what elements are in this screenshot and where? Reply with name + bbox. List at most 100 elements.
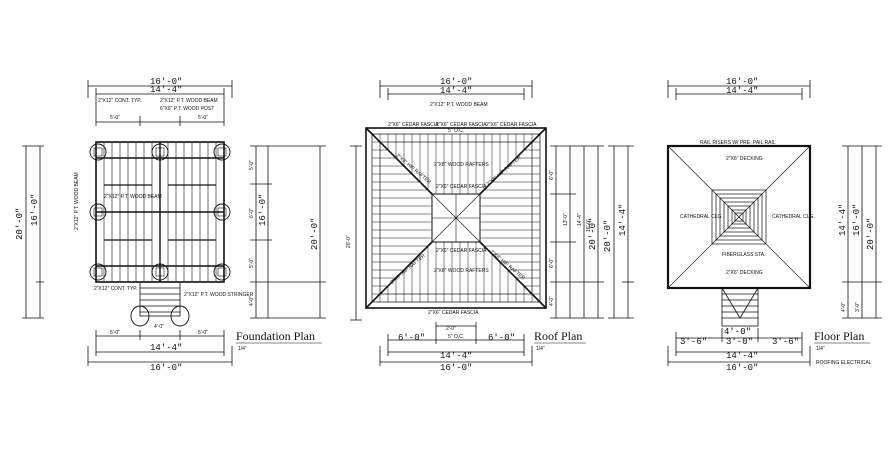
- foundation-note-7: 2"X12" P.T. WOOD STRINGER: [184, 292, 254, 298]
- foundation-note-5: 2"X12" P.T. WOOD BEAM: [104, 194, 162, 200]
- floor-dim-bottom-inner: 14'-4": [726, 351, 758, 361]
- foundation-dim-bottom-inner: 14'-4": [150, 343, 182, 353]
- roof-dim-right-seg-a: 6'-0": [549, 170, 555, 180]
- roof-dim-top-inner: 14'-4": [440, 86, 472, 96]
- floor-dim-right-seg-c: 3'-0": [855, 302, 861, 312]
- floor-dim-right-seg-a: 14'-4": [838, 204, 848, 236]
- roof-dim-bottom-inner: 14'-4": [440, 351, 472, 361]
- floor-dim-right-seg-b: 4'-0": [841, 302, 847, 312]
- floor-note-f3: 2"X6" DECKING: [726, 270, 763, 276]
- foundation-right-dimensions: [250, 145, 326, 319]
- floor-left-dimensions: [608, 145, 634, 319]
- foundation-note-2: 2"X12" P.T. WOOD BEAM: [160, 98, 218, 104]
- floor-ceiling-lines: [667, 145, 811, 289]
- floor-plan-title: Floor Plan: [814, 329, 864, 343]
- roof-rafters: [372, 134, 540, 302]
- foundation-dim-left-total: 20'-0": [15, 208, 25, 240]
- foundation-plan-scale: 1/4": [238, 346, 247, 352]
- floor-note-f2: 2"X6" DECKING: [726, 156, 763, 162]
- foundation-dim-bottom-seg-mid: 4'-0": [154, 324, 164, 330]
- foundation-dim-right-seg-c: 5'-0": [249, 258, 255, 268]
- floor-dim-right-inner: 16'-0": [852, 204, 862, 236]
- foundation-dim-right-seg-b: 6'-0": [249, 208, 255, 218]
- foundation-dim-right-inner: 16'-0": [258, 194, 268, 226]
- roof-dim-right-total: 20'-0": [588, 218, 598, 250]
- roof-plan-title: Roof Plan: [534, 329, 582, 343]
- roof-plan: 16'-0" 14'-4" 2"X12" P.T. WOOD BEAM 2"X6…: [346, 77, 604, 373]
- roof-plan-scale: 1/4": [536, 346, 545, 352]
- roof-dim-bottom-outer: 16'-0": [440, 363, 472, 373]
- foundation-dim-left-inner: 16'-0": [30, 194, 40, 226]
- foundation-dim-right-total: 20'-0": [310, 218, 320, 250]
- foundation-dim-top-outer: 16'-0": [150, 77, 182, 87]
- roof-bottom-dimensions: [379, 322, 533, 366]
- roof-note-c5: 2"X6" CEDAR FASCIA: [436, 248, 487, 254]
- roof-note-c1: 2"X6" CEDAR FASCIA: [388, 122, 439, 128]
- floor-plan: 16'-0" 14'-4" RAIL RISERS W/ PRE. PAIL R…: [603, 77, 882, 373]
- floor-dim-right-total: 20'-0": [866, 218, 876, 250]
- foundation-note-1: 2"X12" CONT. TYP.: [98, 98, 141, 104]
- roof-note-v2: 2"X8" WOOD RAFTERS: [434, 268, 489, 274]
- roof-right-dimensions: [550, 145, 604, 319]
- roof-dim-bottom-seg-left: 6'-0": [398, 333, 425, 343]
- floor-center-cupola: [711, 189, 767, 245]
- foundation-dim-top-seg-left: 5'-0": [110, 115, 120, 121]
- roof-dim-right-seg-d: 6'-0": [549, 258, 555, 268]
- foundation-left-dimensions: [22, 145, 44, 319]
- foundation-plan: 16'-0" 14'-4" 5'-0" 5'-0" 2"X12" CONT. T…: [15, 77, 326, 373]
- floor-dim-left-total: 20'-0": [603, 220, 613, 252]
- floor-plan-scale: 1/4": [816, 346, 825, 352]
- roof-dim-right-seg-c: 14'-4": [577, 213, 583, 226]
- roof-note-c4: 2"X6" CEDAR FASCIA: [436, 184, 487, 190]
- roof-dim-left-total: 20'-0": [346, 235, 352, 248]
- floor-right-dimensions: [842, 145, 882, 319]
- roof-dim-bottom-oc: 5" O.C.: [448, 334, 464, 340]
- floor-note-f4: CATHEDRAL CLG.: [680, 214, 723, 220]
- roof-dim-bottom-seg-right: 6'-0": [488, 333, 515, 343]
- floor-top-dimensions: [667, 80, 811, 100]
- floor-note-f1: RAIL RISERS W/ PRE. PAIL RAIL: [700, 140, 776, 146]
- foundation-stair: [139, 281, 181, 317]
- foundation-dim-top-seg-right: 5'-0": [198, 115, 208, 121]
- roof-dim-right-seg-b: 13'-0": [563, 213, 569, 226]
- floor-bottom-dimensions: [667, 328, 811, 366]
- foundation-note-3: 2"X12" P.T. WOOD BEAM: [74, 172, 80, 230]
- floor-note-f5: CATHEDRAL CLG.: [772, 214, 815, 220]
- foundation-dim-bottom-seg-left: 5'-0": [110, 330, 120, 336]
- roof-note-top-oc: 5" O.C.: [448, 128, 464, 134]
- foundation-note-4: 6"X6" P.T. WOOD POST: [160, 106, 214, 112]
- roof-note-c6: 2"X6" CEDAR FASCIA: [428, 310, 479, 316]
- floor-dim-top-outer: 16'-0": [726, 77, 758, 87]
- roof-note-c2: 2"X6" CEDAR FASCIA: [436, 122, 487, 128]
- floor-dim-left-inner: 14'-4": [618, 204, 628, 236]
- floor-dim-bottom-seg-mid2: 3'-0": [726, 337, 753, 347]
- floor-dim-bottom-seg-mid: 4'-0": [724, 327, 751, 337]
- roof-note-c3: 2"X6" CEDAR FASCIA: [486, 122, 537, 128]
- roof-dim-bottom-seg-mid: 2'-0": [446, 326, 456, 332]
- foundation-blocking: [104, 184, 216, 241]
- foundation-beams: [96, 142, 224, 282]
- floor-dim-bottom-outer: 16'-0": [726, 363, 758, 373]
- roof-hip-lines: [365, 127, 547, 309]
- foundation-dim-bottom-seg-right: 5'-0": [198, 330, 208, 336]
- foundation-note-6: 2"X12" CONT. TYP.: [94, 286, 137, 292]
- floor-dim-top-inner: 14'-4": [726, 86, 758, 96]
- floor-dim-bottom-seg-left: 3'-6": [680, 337, 707, 347]
- roof-dim-top-outer: 16'-0": [440, 77, 472, 87]
- foundation-top-dimensions: [87, 80, 233, 126]
- roof-dim-right-inner: 16'-0": [586, 219, 592, 232]
- foundation-bottom-dimensions: [87, 330, 233, 366]
- roof-dim-right-seg-e: 4'-0": [549, 296, 555, 306]
- floor-note-bottom: ROOFING ELECTRICAL: [816, 360, 872, 366]
- floor-stair: [721, 287, 759, 327]
- foundation-dim-right-seg-d: 4'-0": [249, 296, 255, 306]
- foundation-plan-title: Foundation Plan: [236, 329, 315, 343]
- roof-outline: [365, 127, 547, 309]
- roof-note-top: 2"X12" P.T. WOOD BEAM: [430, 102, 488, 108]
- roof-left-dimensions: [350, 145, 362, 321]
- roof-note-v1: 2"X8" WOOD RAFTERS: [434, 162, 489, 168]
- floor-note-f6: FIBERGLASS STA.: [722, 252, 766, 258]
- foundation-dim-bottom-outer: 16'-0": [150, 363, 182, 373]
- floor-dim-bottom-seg-right: 3'-6": [772, 337, 799, 347]
